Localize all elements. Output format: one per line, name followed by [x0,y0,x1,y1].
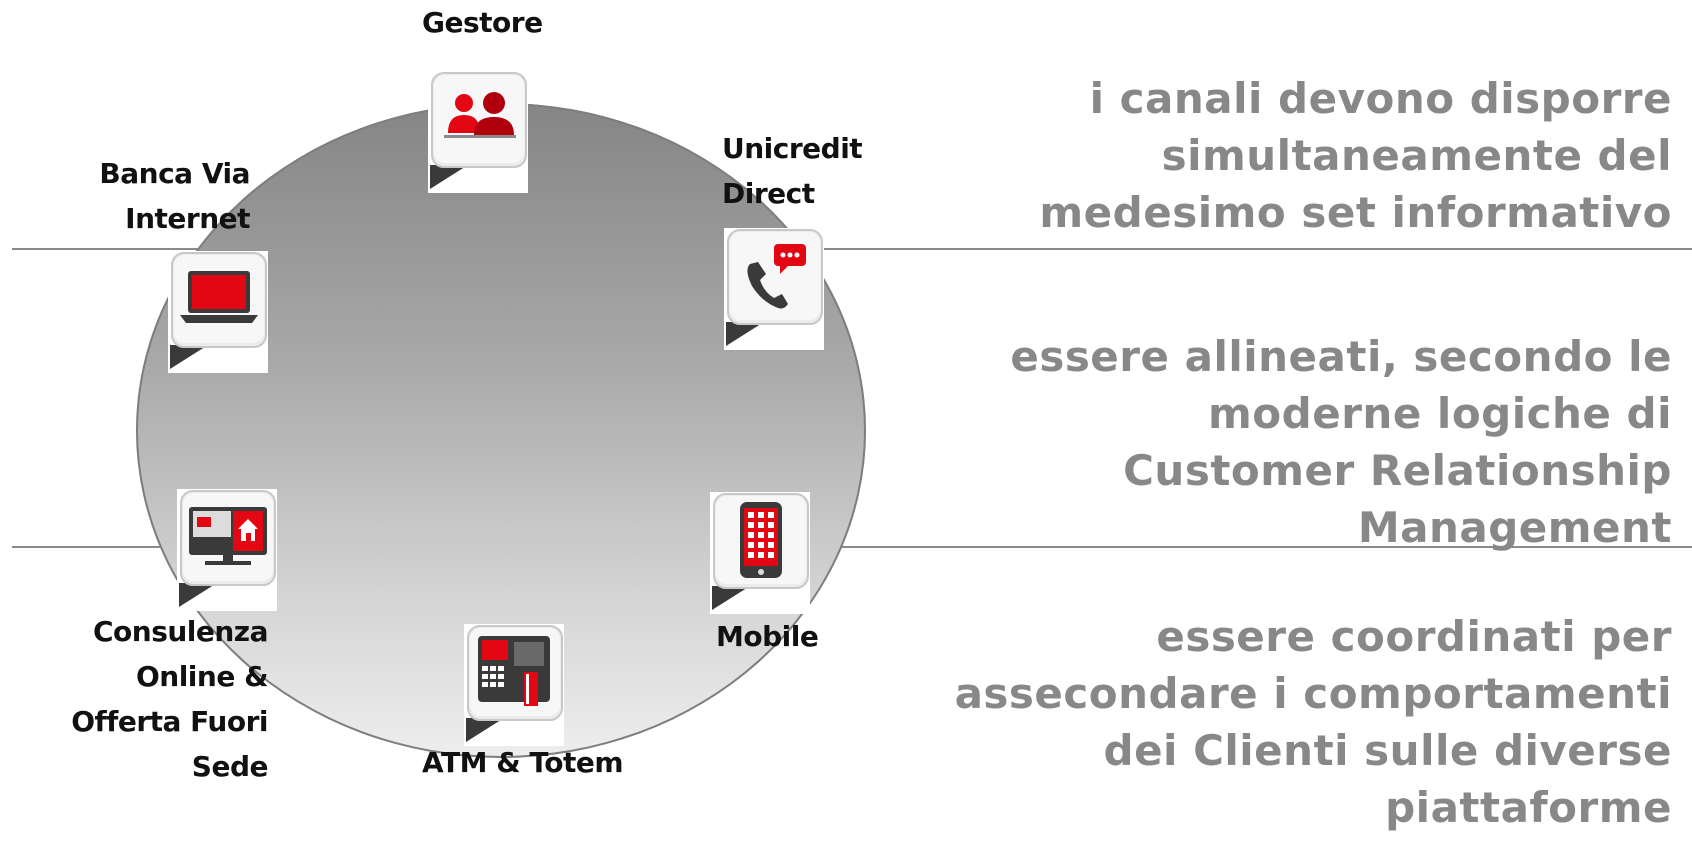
statement-coordinati: essere coordinati per assecondare i comp… [954,612,1672,832]
label-gestore: Gestore [422,6,543,39]
divider-top [12,248,1692,250]
atm-icon [462,622,566,748]
laptop-icon [166,249,270,375]
label-banca-via-internet: Banca Via Internet [99,157,250,235]
phone-chat-icon [722,226,826,352]
label-consulenza: Consulenza Online & Offerta Fuori Sede [71,615,268,783]
people-icon [426,69,530,195]
statement-set-informativo: i canali devono disporre simultaneamente… [1039,74,1672,237]
label-unicredit-direct: Unicredit Direct [722,132,863,210]
desktop-home-icon [175,487,279,613]
label-atm-totem: ATM & Totem [422,746,624,779]
divider-bottom [12,546,1692,548]
label-mobile: Mobile [716,620,819,653]
statement-crm: essere allineati, secondo le moderne log… [1010,332,1672,552]
smartphone-icon [708,490,812,616]
